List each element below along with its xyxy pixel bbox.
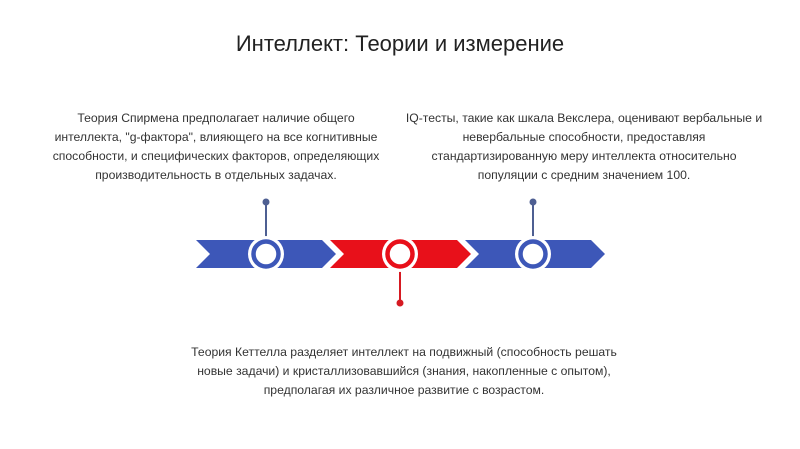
cattell-theory-text: Теория Кеттелла разделяет интеллект на п… [191,345,617,397]
milestone-left [248,236,284,272]
stem-left-dot [262,198,270,206]
slide-title: Интеллект: Теории и измерение [235,31,565,56]
stem-right-dot [529,198,537,206]
milestone-right [515,236,551,272]
stem-middle-dot [396,299,404,307]
connector-stems [262,198,537,307]
milestone-middle [382,236,418,272]
iq-tests-text: IQ-тесты, такие как шкала Векслера, оцен… [405,111,763,182]
spearman-theory-text: Теория Спирмена предполагает наличие общ… [52,111,380,182]
milestones [248,236,551,272]
